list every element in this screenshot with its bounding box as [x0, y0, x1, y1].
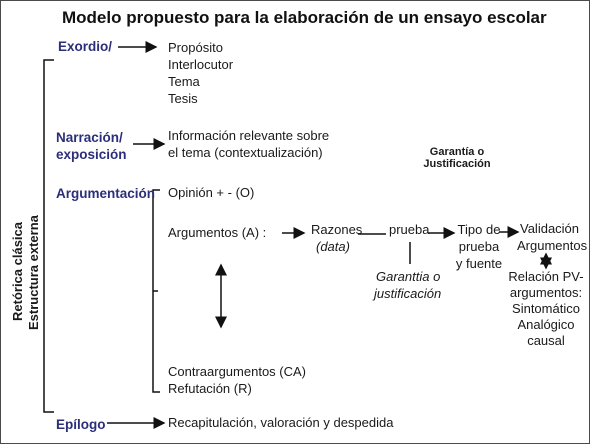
- prueba-label: prueba: [389, 222, 430, 237]
- validacion-label: Validación: [520, 221, 580, 236]
- exordio-item-tema: Tema: [168, 74, 200, 89]
- relacion-line-3: Sintomático: [512, 301, 580, 316]
- narracion-desc-2: el tema (contextualización): [168, 145, 323, 160]
- exordio-item-proposito: Propósito: [168, 40, 223, 55]
- razones-data: (data): [316, 239, 350, 254]
- section-epilogo: Epílogo: [56, 417, 106, 432]
- section-argumentacion: Argumentación: [56, 186, 156, 201]
- epilogo-desc: Recapitulación, valoración y despedida: [168, 415, 394, 430]
- razones-label: Razones: [311, 222, 363, 237]
- garantia-italic-1: Garanttia o: [376, 269, 441, 284]
- refutacion-label: Refutación (R): [168, 381, 252, 396]
- exordio-item-interlocutor: Interlocutor: [168, 57, 234, 72]
- narracion-desc-1: Información relevante sobre: [168, 128, 330, 143]
- argumentos-label: Argumentos (A) :: [168, 225, 267, 240]
- contraargumentos-label: Contraargumentos (CA): [168, 364, 306, 379]
- garantia-italic-2: justificación: [374, 286, 442, 301]
- page-title: Modelo propuesto para la elaboración de …: [62, 8, 547, 27]
- relacion-line-5: causal: [527, 333, 565, 348]
- validacion-argumentos: Argumentos: [517, 238, 588, 253]
- relacion-line-4: Analógico: [517, 317, 575, 332]
- exordio-item-tesis: Tesis: [168, 91, 198, 106]
- opinion-label: Opinión + - (O): [168, 185, 255, 200]
- tipo-prueba-3: y fuente: [455, 256, 503, 271]
- relacion-line-1: Relación PV-: [508, 269, 584, 284]
- relacion-line-2: argumentos:: [509, 285, 583, 300]
- tipo-prueba-1: Tipo de: [457, 222, 501, 237]
- annotation-garantia: Garantía o: [429, 146, 485, 158]
- section-exordio: Exordio/: [58, 39, 113, 54]
- annotation-justificacion: Justificación: [423, 158, 491, 170]
- section-exposicion: exposición: [56, 147, 127, 162]
- tipo-prueba-2: prueba: [458, 239, 500, 254]
- section-narracion: Narración/: [56, 130, 123, 145]
